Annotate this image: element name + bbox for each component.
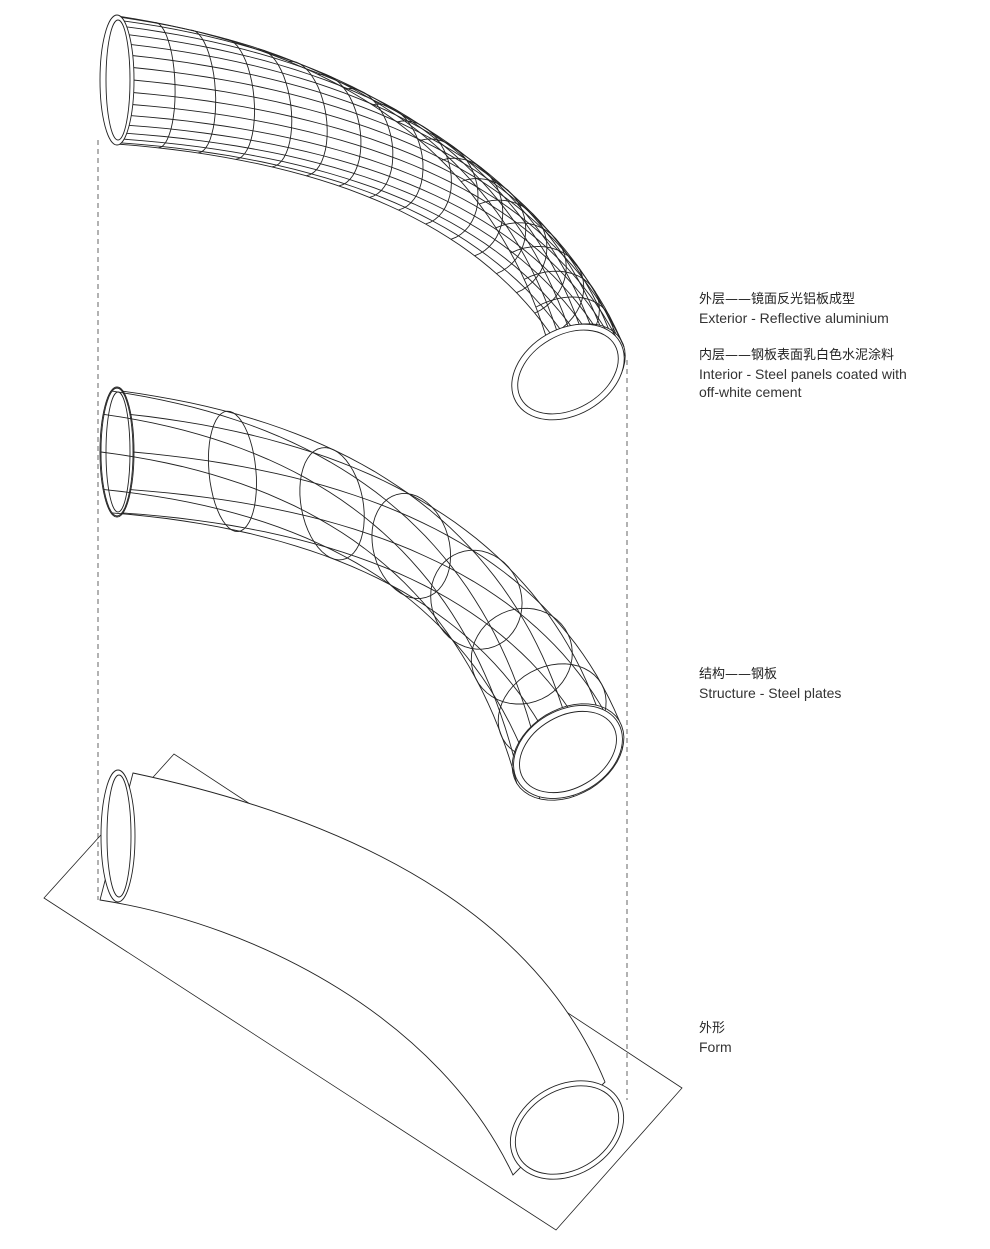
form-end-far <box>509 1080 625 1180</box>
structure-end-far <box>513 705 623 799</box>
exterior-panel-line <box>131 104 626 356</box>
exterior-mesh-layer <box>99 14 626 421</box>
label-structure: 结构——钢板 Structure - Steel plates <box>699 666 841 702</box>
exterior-panel-line <box>120 16 558 331</box>
structure-ring-frame <box>299 447 365 561</box>
exterior-panel-line <box>132 67 617 334</box>
exterior-panel-line <box>130 115 625 366</box>
form-end-near-inner <box>106 774 132 898</box>
structure-longitudinal-member <box>129 489 624 749</box>
structure-frame-layer <box>99 386 625 801</box>
form-end-near <box>100 769 136 903</box>
structure-longitudinal-member <box>104 413 514 756</box>
structure-ring-frame <box>430 549 523 650</box>
label-exterior-en: Exterior - Reflective aluminium <box>699 310 889 326</box>
label-exterior-zh: 外层——镜面反光铝板成型 <box>699 292 856 307</box>
structure-longitudinal-member <box>112 390 532 727</box>
structure-ring-frame <box>100 387 134 517</box>
label-form-en: Form <box>699 1039 732 1055</box>
form-layer <box>43 753 683 1231</box>
exterior-rib <box>419 138 479 240</box>
form-end-far-inner <box>514 1085 620 1175</box>
label-interior: 内层——钢板表面乳白色水泥涂料 Interior - Steel panels … <box>699 347 907 401</box>
exterior-panel-line <box>123 20 569 327</box>
exterior-rib <box>372 103 424 211</box>
structure-end-near-inner <box>105 391 131 513</box>
label-structure-zh: 结构——钢板 <box>699 667 778 682</box>
structure-ring-frame <box>511 703 625 801</box>
structure-longitudinal-member <box>129 413 597 706</box>
label-interior-en-line2: off-white cement <box>699 384 802 400</box>
exterior-panel-line <box>132 92 625 348</box>
exterior-panel-line <box>128 34 591 324</box>
exterior-end-near <box>99 14 135 146</box>
exterior-end-far-inner <box>517 329 619 415</box>
exterior-panel-line <box>125 132 617 384</box>
label-form: 外形 Form <box>699 1020 732 1056</box>
structure-longitudinal-member <box>121 390 563 708</box>
exterior-panel-line <box>128 124 622 375</box>
label-interior-en: Interior - Steel panels coated with <box>699 366 907 382</box>
structure-ring-frame <box>207 410 257 533</box>
exterior-panel-line <box>123 138 609 393</box>
structure-ring-frame <box>371 493 452 599</box>
structure-end-near <box>99 386 135 518</box>
label-structure-en: Structure - Steel plates <box>699 685 842 701</box>
structure-end-far-inner <box>519 710 617 794</box>
exterior-panel-line <box>130 43 601 326</box>
label-interior-zh: 内层——钢板表面乳白色水泥涂料 <box>699 348 895 363</box>
exterior-end-far <box>511 323 625 421</box>
exterior-end-near-inner <box>105 19 131 141</box>
label-exterior: 外层——镜面反光铝板成型 Exterior - Reflective alumi… <box>699 291 889 327</box>
exterior-panel-line <box>116 15 547 337</box>
exterior-panel-line <box>132 79 622 340</box>
label-form-zh: 外形 <box>699 1021 726 1036</box>
structure-ring-frame <box>470 607 573 705</box>
